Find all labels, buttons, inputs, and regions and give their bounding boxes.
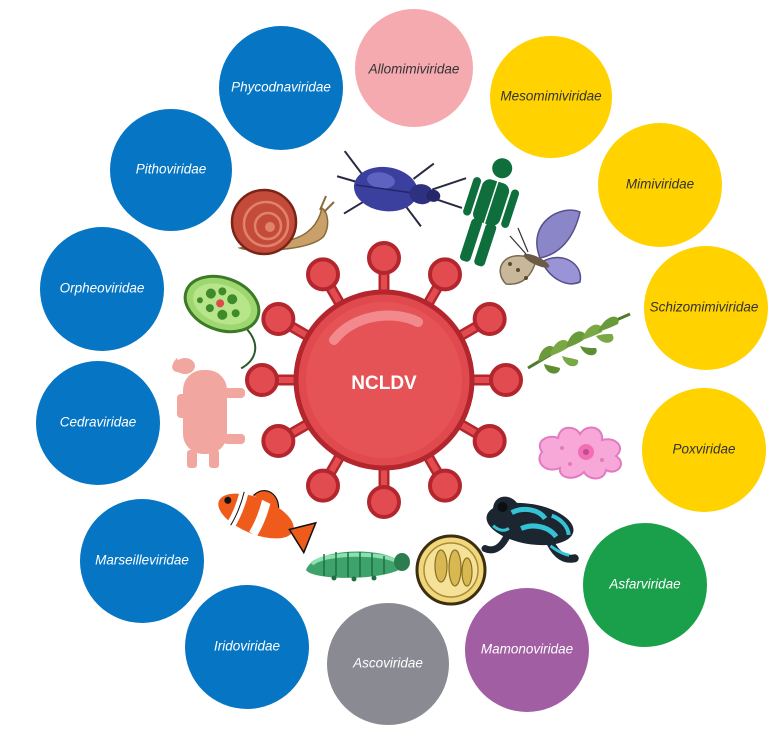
family-pithoviridae: Pithoviridae [110, 109, 232, 231]
virus-spike-head [367, 485, 401, 519]
family-ascoviridae: Ascoviridae [327, 603, 449, 725]
virus-spike-head [428, 468, 462, 503]
family-circle [110, 109, 232, 231]
family-label: Iridoviridae [214, 639, 280, 654]
frog-icon [481, 496, 579, 563]
family-circle [490, 36, 612, 158]
ncldv-label: NCLDV [351, 373, 417, 394]
virus-spike-head [261, 302, 296, 336]
family-label: Asfarviridae [608, 577, 680, 592]
virus-body-inner [306, 302, 462, 458]
family-circle [598, 123, 722, 247]
family-schizomimiviridae: Schizomimiviridae [644, 246, 768, 370]
virus-spike-head [245, 363, 279, 397]
virus-spike-head [472, 424, 507, 458]
family-mamonoviridae: Mamonoviridae [465, 588, 589, 712]
family-label: Poxviridae [672, 442, 735, 457]
virus-spike-head [489, 363, 523, 397]
family-label: Orpheoviridae [60, 281, 145, 296]
family-circle [327, 603, 449, 725]
family-label: Cedraviridae [60, 415, 137, 430]
butterfly-icon [499, 209, 582, 285]
family-circle [355, 9, 473, 127]
family-circle [40, 227, 164, 351]
virus-spike-head [367, 241, 401, 275]
virus-spike-head [472, 302, 507, 336]
seaweed-icon [527, 312, 631, 374]
beetle-icon [336, 150, 467, 228]
family-phycodnaviridae: Phycodnaviridae [219, 26, 343, 150]
family-circle [36, 361, 160, 485]
family-circle [185, 585, 309, 709]
family-orpheoviridae: Orpheoviridae [40, 227, 164, 351]
family-label: Marseilleviridae [95, 553, 189, 568]
virus-spike-head [261, 424, 296, 458]
family-label: Mesomimiviridae [500, 89, 601, 104]
family-poxviridae: Poxviridae [642, 388, 766, 512]
family-label: Mimiviridae [626, 177, 694, 192]
family-label: Phycodnaviridae [231, 80, 331, 95]
human-icon [459, 158, 520, 267]
family-mesomimiviridae: Mesomimiviridae [490, 36, 612, 158]
snail-icon [230, 188, 335, 256]
family-label: Pithoviridae [136, 162, 207, 177]
family-allomimiviridae: Allomimiviridae [355, 9, 473, 127]
family-circle [583, 523, 707, 647]
virus-spike-head [428, 257, 462, 292]
virus-spike-head [306, 468, 340, 503]
family-marseilleviridae: Marseilleviridae [80, 499, 204, 623]
family-label: Mamonoviridae [481, 642, 573, 657]
family-circle [642, 388, 766, 512]
host-icons [172, 150, 631, 606]
amoeba-icon [538, 426, 622, 480]
family-circle [80, 499, 204, 623]
family-cedraviridae: Cedraviridae [36, 361, 160, 485]
virus-spike-head [306, 257, 340, 292]
family-circle [644, 246, 768, 370]
family-circles: Allomimiviridae Mesomimiviridae Mimiviri… [36, 9, 768, 725]
virus-highlight [329, 310, 423, 345]
caterpillar-icon [306, 551, 410, 582]
family-label: Schizomimiviridae [650, 300, 759, 315]
family-circle [219, 26, 343, 150]
family-circle [465, 588, 589, 712]
family-label: Ascoviridae [352, 656, 423, 671]
family-asfarviridae: Asfarviridae [583, 523, 707, 647]
family-mimiviridae: Mimiviridae [598, 123, 722, 247]
clownfish-icon [218, 490, 318, 555]
family-iridoviridae: Iridoviridae [185, 585, 309, 709]
ncldv-virus: NCLDV [245, 241, 523, 519]
pig-icon [172, 358, 245, 468]
family-label: Allomimiviridae [368, 62, 460, 77]
pollen-icon [415, 534, 487, 606]
euglena-icon [183, 274, 261, 370]
